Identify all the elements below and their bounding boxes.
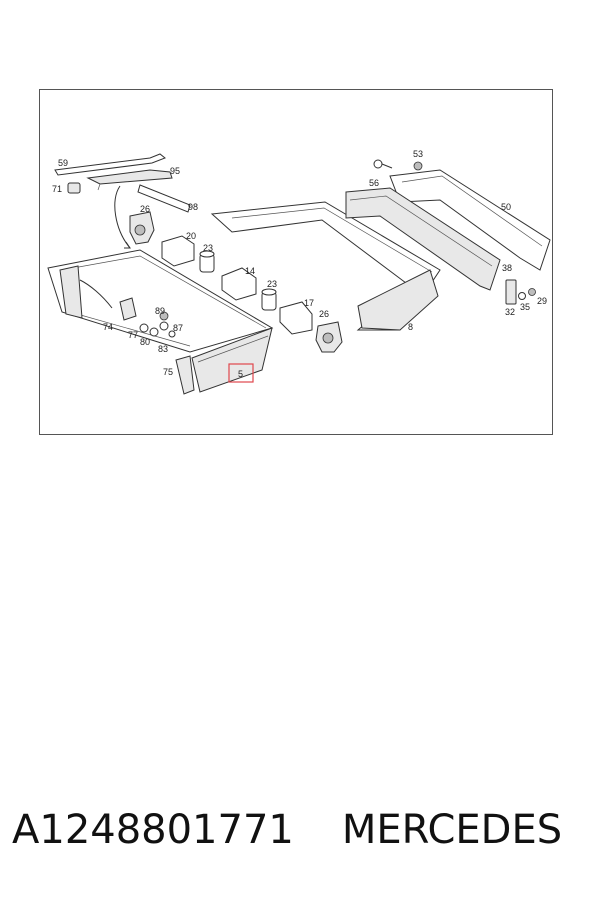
trim-strip-59: [54, 153, 166, 176]
bumper-corner-5: [191, 327, 273, 393]
label-20: 20: [186, 231, 196, 241]
fixings-77-80-83-89-87: [139, 311, 176, 338]
bar-98: [137, 184, 191, 213]
label-53: 53: [413, 149, 423, 159]
label-95: 95: [170, 166, 180, 176]
label-32: 32: [505, 307, 515, 317]
cylinder-23-left: [199, 250, 215, 273]
bumper-lower-38: [345, 187, 501, 291]
label-50: 50: [501, 202, 511, 212]
label-38: 38: [502, 263, 512, 273]
label-26-left: 26: [140, 204, 150, 214]
label-17: 17: [304, 298, 314, 308]
block-20: [161, 235, 195, 267]
mount-26-left: [129, 211, 155, 245]
label-74: 74: [103, 322, 113, 332]
label-89: 89: [155, 306, 165, 316]
nut-35: [518, 292, 526, 300]
label-83: 83: [158, 344, 168, 354]
brand-name: MERCEDES: [341, 807, 563, 853]
label-26-right: 26: [319, 309, 329, 319]
label-23-right: 23: [267, 279, 277, 289]
clip-71: [67, 182, 81, 194]
screw-56: [373, 159, 393, 169]
bumper-frame-8: [210, 201, 441, 331]
highlight-box-part-5: [228, 363, 254, 383]
mount-26-right: [315, 321, 343, 353]
label-56: 56: [369, 178, 379, 188]
label-77: 77: [128, 330, 138, 340]
bracket-32: [505, 279, 517, 305]
label-14: 14: [245, 266, 255, 276]
label-23-left: 23: [203, 243, 213, 253]
nut-53: [413, 161, 423, 171]
end-cap-75: [175, 355, 195, 395]
label-8: 8: [408, 322, 413, 332]
parts-diagram: 59 95 71 98 26 20 23 14 23 17 26 89 74 8…: [39, 89, 553, 435]
part-number: A1248801771: [12, 807, 294, 853]
label-87: 87: [173, 323, 183, 333]
rear-bumper-main: [47, 249, 274, 353]
block-14: [221, 267, 257, 301]
label-59: 59: [58, 158, 68, 168]
label-5: 5: [238, 369, 243, 379]
label-29: 29: [537, 296, 547, 306]
label-80: 80: [140, 337, 150, 347]
label-98: 98: [188, 202, 198, 212]
cylinder-23-right: [261, 288, 277, 311]
label-75: 75: [163, 367, 173, 377]
block-17: [279, 301, 313, 335]
bolt-29: [528, 288, 536, 296]
bracket-95: [86, 169, 173, 191]
product-caption: A1248801771 MERCEDES: [12, 800, 592, 860]
label-35: 35: [520, 302, 530, 312]
bracket-74: [79, 279, 137, 321]
bumper-exploded-view: 59 95 71 98 26 20 23 14 23 17 26 89 74 8…: [47, 149, 551, 395]
label-71: 71: [52, 184, 62, 194]
